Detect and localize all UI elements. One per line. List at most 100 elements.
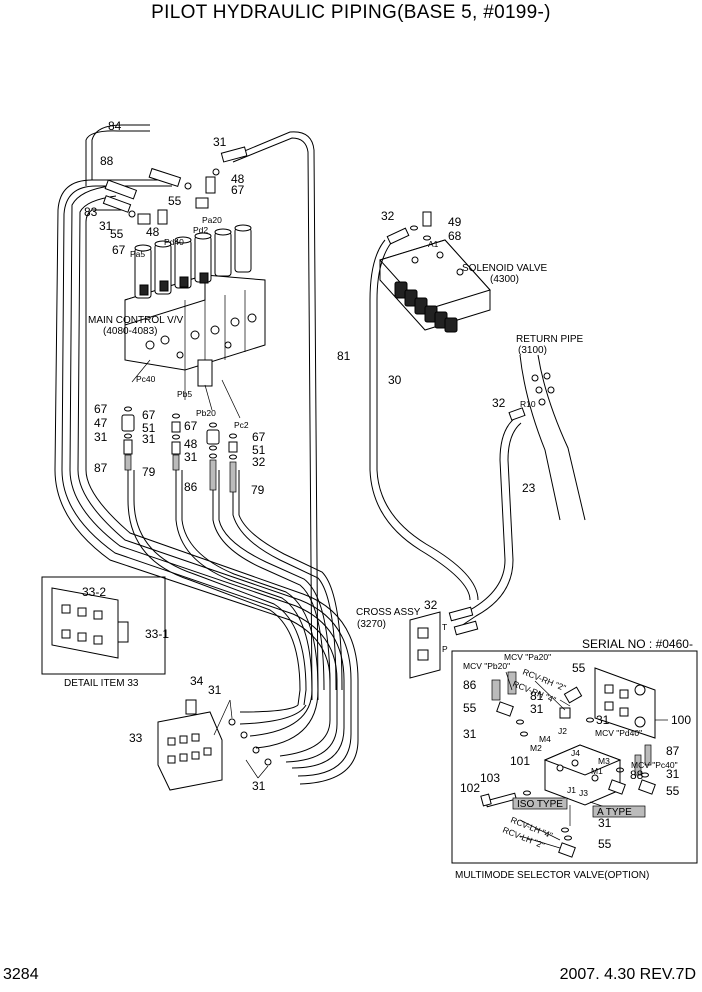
callout-51: 51 [142,421,156,435]
callout-55: 55 [110,227,124,241]
port-mcv-pd40: MCV "Pd40" [595,728,642,738]
callout-31: 31 [252,779,266,793]
main-control-valve-code: (4080-4083) [103,326,157,337]
callout-88: 88 [100,154,114,168]
callout-labels: 84 31 88 48 67 55 83 31 55 48 67 Pa20 Pd… [64,119,693,881]
callout-32: 32 [424,598,438,612]
callout-67: 67 [252,430,266,444]
callout-31: 31 [142,432,156,446]
port-mcv-pc40: MCV "Pc40" [631,760,678,770]
callout-49: 49 [448,215,462,229]
port-pb5: Pb5 [177,389,192,399]
callout-31: 31 [596,713,610,727]
port-m2: M2 [530,743,542,753]
port-pd2: Pd2 [193,225,208,235]
lower-fitting-stacks [121,406,238,493]
page-title: PILOT HYDRAULIC PIPING(BASE 5, #0199-) [151,2,551,23]
callout-67: 67 [112,243,126,257]
port-pd40: Pd40 [164,237,184,247]
callout-48: 48 [184,437,198,451]
callout-23: 23 [522,481,536,495]
callout-86: 86 [184,480,198,494]
callout-31: 31 [213,135,227,149]
port-j4: J4 [571,748,580,758]
port-p: P [442,644,448,654]
mcv-leaders [131,359,241,419]
callout-102: 102 [460,781,480,795]
port-pb20: Pb20 [196,408,216,418]
callout-68: 68 [448,229,462,243]
callout-83: 83 [84,205,98,219]
main-control-valve [124,224,266,387]
callout-31: 31 [530,702,544,716]
callout-48: 48 [231,172,245,186]
port-j3: J3 [579,788,588,798]
a-type-label: A TYPE [597,807,632,818]
solenoid-valve-code: (4300) [490,274,519,285]
callout-51: 51 [252,443,266,457]
callout-67: 67 [184,419,198,433]
callout-34: 34 [190,674,204,688]
callout-86: 86 [463,678,477,692]
callout-81: 81 [337,349,351,363]
cross-assy [409,606,479,679]
page-number: 3284 [3,966,39,983]
cross-assy-code: (3270) [357,619,386,630]
callout-79: 79 [251,483,265,497]
callout-101: 101 [510,754,530,768]
multimode-selector-box [451,650,698,864]
port-pa5: Pa5 [130,249,145,259]
port-pc2: Pc2 [234,420,249,430]
callout-87: 87 [94,461,108,475]
port-m4: M4 [539,734,551,744]
callout-33-1: 33-1 [145,627,169,641]
callout-32: 32 [252,455,266,469]
callout-55: 55 [598,837,612,851]
callout-31: 31 [94,430,108,444]
callout-32: 32 [381,209,395,223]
callout-55: 55 [168,194,182,208]
detail-item-33-label: DETAIL ITEM 33 [64,678,139,689]
detail-item-33-box [41,576,166,675]
multimode-selector-label: MULTIMODE SELECTOR VALVE(OPTION) [455,870,649,881]
top-fittings [102,146,248,225]
port-m3: M3 [598,756,610,766]
callout-47: 47 [94,416,108,430]
callout-33: 33 [129,731,143,745]
callout-31: 31 [666,767,680,781]
callout-79: 79 [142,465,156,479]
iso-type-label: ISO TYPE [517,799,563,810]
return-pipe [454,354,586,627]
cross-assy-label: CROSS ASSY [356,607,421,618]
callout-31: 31 [598,816,612,830]
lower-hoses [127,470,359,785]
port-pa20: Pa20 [202,215,222,225]
revision-date: 2007. 4.30 REV.7D [559,966,696,983]
port-m1: M1 [591,766,603,776]
callout-33-2: 33-2 [82,585,106,599]
callout-31: 31 [99,219,113,233]
port-mcv-pb20: MCV "Pb20" [463,661,510,671]
callout-48: 48 [146,225,160,239]
serial-number: SERIAL NO : #0460- [582,637,693,651]
port-a1: A1 [428,239,439,249]
solenoid-valve [369,211,491,601]
callout-55: 55 [666,784,680,798]
callout-100: 100 [671,713,691,727]
callout-32: 32 [492,396,506,410]
callout-30: 30 [388,373,402,387]
port-t: T [442,622,447,632]
port-pc40: Pc40 [136,374,156,384]
callout-31: 31 [184,450,198,464]
main-control-valve-label: MAIN CONTROL V/V [88,315,184,326]
callout-31: 31 [208,683,222,697]
return-pipe-code: (3100) [518,345,547,356]
callout-84: 84 [108,119,122,133]
port-r10: R10 [520,399,536,409]
callout-67: 67 [94,402,108,416]
solenoid-valve-label: SOLENOID VALVE [462,263,548,274]
return-pipe-label: RETURN PIPE [516,334,584,345]
port-j2: J2 [558,726,567,736]
callout-31: 31 [463,727,477,741]
